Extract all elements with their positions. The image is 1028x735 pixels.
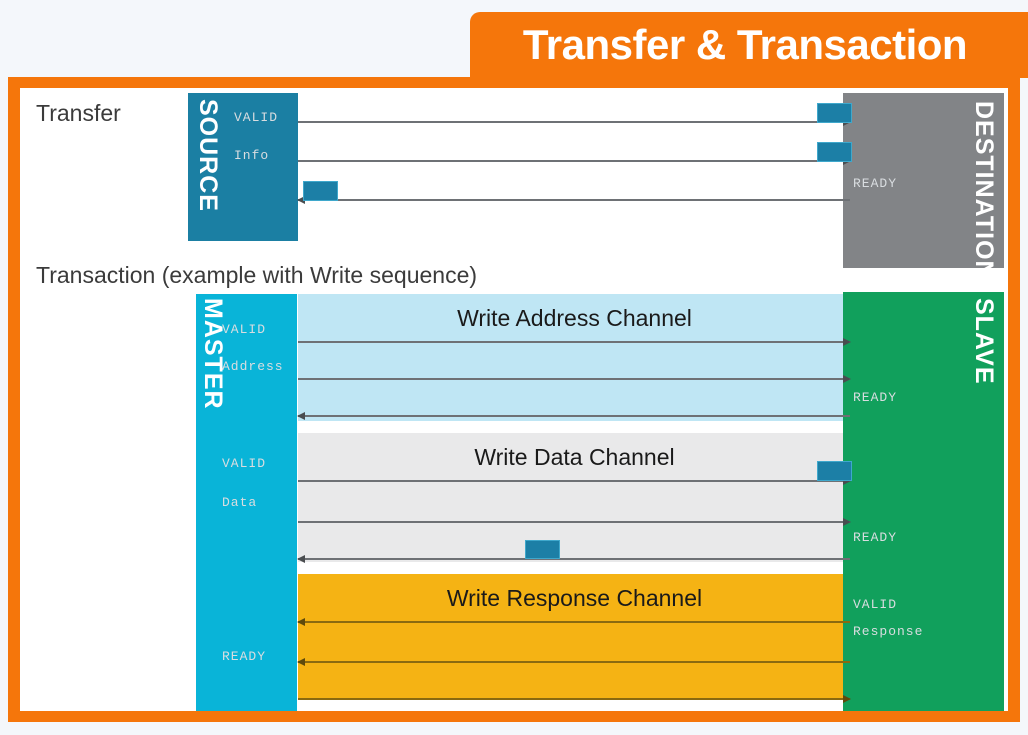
write-data-ready-arrow [297, 555, 850, 563]
slave-pin-ready-data: READY [853, 530, 898, 545]
master-pin-valid-data: VALID [222, 456, 267, 471]
source-block: SOURCE VALID Info [188, 93, 298, 241]
write-data-marker-valid [817, 461, 852, 481]
destination-pin-ready: READY [853, 176, 898, 191]
write-data-channel-title: Write Data Channel [474, 444, 675, 470]
transaction-section-caption: Transaction (example with Write sequence… [36, 262, 478, 288]
transfer-section-caption: Transfer [36, 100, 121, 126]
write-data-channel-band: Write Data Channel [298, 433, 851, 562]
write-response-ready-arrow [298, 695, 851, 703]
write-address-channel-band: Write Address Channel [298, 294, 851, 421]
destination-block-label: DESTINATION [970, 101, 998, 280]
master-block-label: MASTER [199, 298, 227, 410]
write-data-data-arrow [298, 518, 851, 526]
master-block: MASTER VALID Address VALID Data READY [196, 294, 297, 711]
slave-pin-valid-resp: VALID [853, 597, 898, 612]
diagram-frame: Transfer SOURCE VALID Info DESTINATION R… [8, 77, 1020, 722]
diagram-canvas: Transfer SOURCE VALID Info DESTINATION R… [20, 88, 1008, 711]
write-response-valid-arrow [297, 618, 850, 626]
write-response-channel-title: Write Response Channel [446, 585, 703, 611]
write-response-response-arrow [297, 658, 850, 666]
write-address-channel-title: Write Address Channel [457, 305, 692, 331]
transfer-marker-ready [303, 181, 338, 201]
title-banner: Transfer & Transaction [470, 12, 1028, 78]
source-block-label: SOURCE [194, 99, 222, 212]
transfer-signal-info-arrow [298, 157, 851, 165]
slave-block: SLAVE READY READY VALID Response [843, 292, 1004, 711]
write-response-channel-band: Write Response Channel [298, 574, 851, 699]
write-address-valid-arrow [298, 338, 851, 346]
transfer-marker-info [817, 142, 852, 162]
source-pin-info: Info [234, 148, 270, 163]
master-pin-valid-addr: VALID [222, 322, 267, 337]
destination-block: DESTINATION READY [843, 93, 1004, 280]
master-pin-data: Data [222, 495, 258, 510]
page-title: Transfer & Transaction [522, 21, 968, 68]
source-pin-valid: VALID [234, 110, 279, 125]
write-address-address-arrow [298, 375, 851, 383]
slave-pin-response: Response [853, 624, 924, 639]
transfer-marker-valid [817, 103, 852, 123]
slave-pin-ready-addr: READY [853, 390, 898, 405]
transfer-signal-ready-arrow [297, 196, 850, 204]
write-data-valid-arrow [298, 477, 851, 485]
write-data-marker-ready [525, 540, 560, 559]
master-pin-address: Address [222, 359, 284, 374]
write-address-ready-arrow [297, 412, 850, 420]
master-pin-ready: READY [222, 649, 267, 664]
slave-block-label: SLAVE [970, 298, 998, 385]
transfer-signal-valid-arrow [298, 118, 851, 126]
